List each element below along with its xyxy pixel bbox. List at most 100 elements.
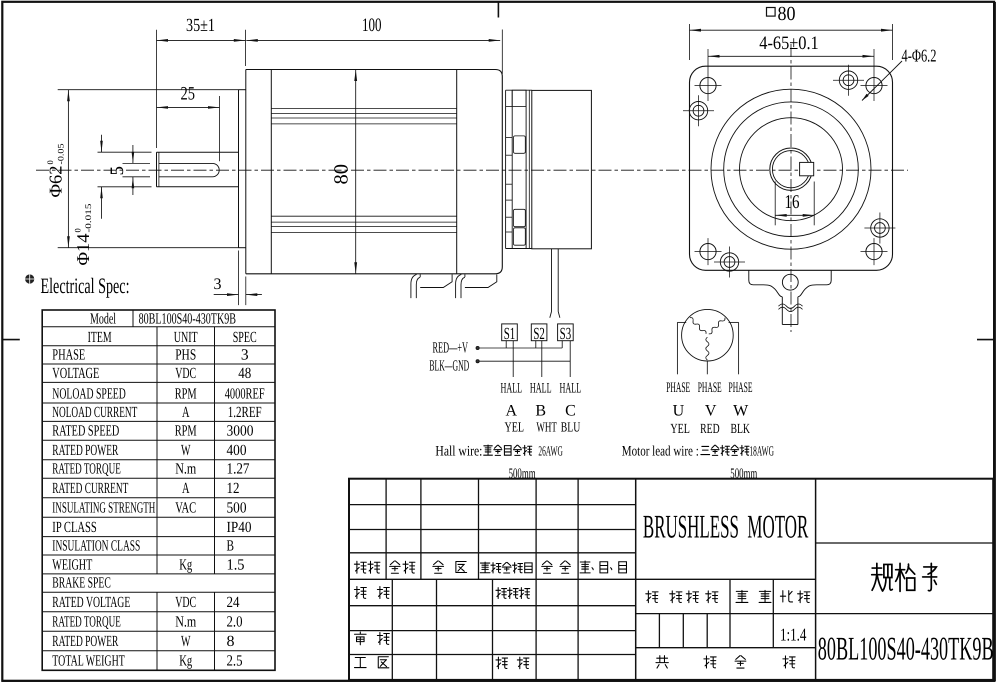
svg-text:Φ14: Φ14 [73,234,93,266]
svg-text:80: 80 [331,164,353,185]
svg-text:5: 5 [107,166,128,176]
svg-text:RATED POWER: RATED POWER [52,442,118,459]
svg-text:IP CLASS: IP CLASS [52,519,97,536]
svg-text:ITEM: ITEM [88,329,112,346]
svg-text:YEL: YEL [670,422,690,437]
svg-text:WHT: WHT [536,421,557,436]
svg-text:BLK: BLK [730,422,750,437]
svg-text:48: 48 [238,365,251,382]
svg-text:24: 24 [227,594,240,611]
svg-text:U: U [673,402,685,419]
svg-text:RATED SPEED: RATED SPEED [52,423,119,440]
svg-text:TOTAL WEIGHT: TOTAL WEIGHT [52,653,125,670]
svg-text:S1: S1 [504,324,516,343]
svg-text:25: 25 [181,83,196,104]
svg-text:35±1: 35±1 [186,16,215,36]
svg-text:12: 12 [227,480,240,497]
svg-text:RPM: RPM [175,423,197,440]
svg-text:A: A [182,404,190,421]
svg-text:N.m: N.m [175,461,196,478]
svg-text:RED—+V: RED—+V [433,340,469,357]
svg-text:PHASE: PHASE [729,380,753,396]
svg-text:BRAKE SPEC: BRAKE SPEC [52,575,111,592]
svg-text:3: 3 [214,276,222,293]
svg-text:BLK—GND: BLK—GND [429,357,469,374]
svg-text:VDC: VDC [175,594,196,611]
svg-text:1:1.4: 1:1.4 [780,624,807,644]
svg-text:1.2REF: 1.2REF [228,404,262,421]
svg-text:Motor lead wire :: Motor lead wire : [622,444,699,460]
svg-text:RED: RED [700,422,720,437]
svg-text:A: A [506,402,518,419]
svg-text:500mm: 500mm [509,466,536,482]
svg-text:Hall wire:: Hall wire: [435,444,482,460]
svg-text:INSULATING STRENGTH: INSULATING STRENGTH [52,500,155,517]
svg-text:Model: Model [90,310,116,327]
svg-text:W: W [181,442,191,459]
svg-text:RATED TORQUE: RATED TORQUE [52,614,121,631]
svg-text:PHASE: PHASE [52,346,85,363]
svg-text:4000REF: 4000REF [225,385,265,402]
svg-text:NOLOAD CURRENT: NOLOAD CURRENT [52,404,137,421]
svg-text:WEIGHT: WEIGHT [52,556,92,573]
svg-text:2.5: 2.5 [227,653,243,670]
svg-text:UNIT: UNIT [174,329,198,346]
svg-text:V: V [705,402,717,419]
svg-text:Φ62: Φ62 [46,166,66,198]
svg-text:S3: S3 [560,324,572,343]
svg-text:4-Φ6.2: 4-Φ6.2 [902,46,937,66]
svg-text:500mm: 500mm [730,466,757,482]
svg-text:0: 0 [73,228,83,232]
svg-text:VDC: VDC [175,365,196,382]
svg-text:W: W [733,402,749,419]
svg-text:VAC: VAC [175,500,196,517]
svg-text:INSULATION CLASS: INSULATION CLASS [52,537,140,554]
svg-text:100: 100 [362,15,382,36]
svg-text:8: 8 [227,633,235,650]
svg-text:HALL: HALL [500,381,522,397]
svg-text:C: C [565,402,576,419]
svg-text:B: B [535,402,546,419]
svg-text:HALL: HALL [530,381,552,397]
svg-text:0: 0 [45,160,55,164]
svg-text:Kg: Kg [179,653,192,670]
svg-text:-0.05: -0.05 [56,144,66,165]
svg-text:SPEC: SPEC [233,329,257,346]
svg-text:Kg: Kg [179,556,192,573]
svg-text:4-65±0.1: 4-65±0.1 [759,33,819,54]
svg-text:RATED TORQUE: RATED TORQUE [52,461,121,478]
svg-text:A: A [182,480,190,497]
svg-text:W: W [181,633,191,650]
svg-text:80BL100S40-430TK9B: 80BL100S40-430TK9B [139,310,236,327]
svg-text:2.0: 2.0 [227,614,243,631]
svg-text:PHASE: PHASE [698,380,722,396]
svg-text:N.m: N.m [175,614,196,631]
svg-text:80BL100S40-430TK9B: 80BL100S40-430TK9B [818,632,994,668]
svg-text:3: 3 [241,346,249,363]
svg-text:HALL: HALL [560,381,582,397]
svg-text:RATED CURRENT: RATED CURRENT [52,480,128,497]
svg-text:16: 16 [785,192,800,213]
svg-text:-0.015: -0.015 [83,204,93,233]
svg-text:3000: 3000 [227,423,254,440]
svg-text:1.5: 1.5 [227,556,245,573]
svg-text:NOLOAD SPEED: NOLOAD SPEED [52,385,126,402]
svg-text:BRUSHLESS MOTOR: BRUSHLESS MOTOR [643,510,808,546]
svg-text:BLU: BLU [561,421,581,436]
svg-text:Electrical Spec:: Electrical Spec: [41,273,130,298]
svg-text:PHASE: PHASE [666,380,690,396]
svg-text:VOLTAGE: VOLTAGE [52,365,99,382]
svg-text:YEL: YEL [505,421,525,436]
svg-text:80: 80 [778,3,796,25]
svg-text:26AWG: 26AWG [538,445,562,460]
svg-text:S2: S2 [533,324,545,343]
svg-text:PHS: PHS [175,346,196,363]
svg-text:IP40: IP40 [227,519,252,536]
svg-text:500: 500 [227,500,247,517]
svg-text:1.27: 1.27 [227,461,250,478]
svg-text:RPM: RPM [175,385,197,402]
svg-text:B: B [227,537,235,554]
svg-text:RATED VOLTAGE: RATED VOLTAGE [52,594,130,611]
svg-text:18AWG: 18AWG [750,445,774,460]
svg-text:400: 400 [227,442,247,459]
